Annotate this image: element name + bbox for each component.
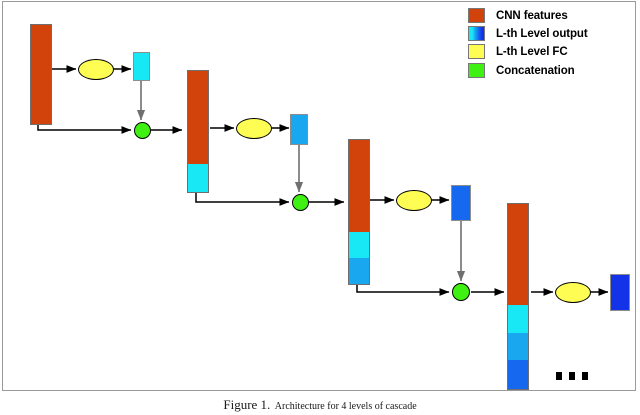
- level-fc-ellipse-2: [236, 118, 272, 139]
- legend-label-level-output: L-th Level output: [496, 27, 588, 40]
- level-output-block-2: [290, 114, 308, 145]
- legend-item-cnn-features: CNN features: [468, 7, 568, 24]
- cnn-segment: [31, 25, 51, 124]
- legend-label-cnn-features: CNN features: [496, 9, 568, 22]
- cnn-segment: [508, 204, 528, 305]
- legend-item-concatenation: Concatenation: [468, 62, 575, 79]
- level-output-block-4: [610, 274, 630, 311]
- legend-label-level-fc: L-th Level FC: [496, 45, 568, 58]
- legend-item-level-output: L-th Level output: [468, 25, 588, 42]
- concatenation-node-1: [134, 122, 151, 139]
- cnn-features-block-4: [507, 203, 529, 390]
- level-output-segment-1: [349, 231, 369, 258]
- level-1-arrows: [37, 65, 183, 134]
- level-fc-ellipse-3: [396, 190, 432, 211]
- level-3-arrows: [356, 196, 505, 296]
- level-output-block-3: [451, 185, 471, 221]
- figure-caption-text: Architecture for 4 levels of cascade: [274, 401, 417, 412]
- level-2-arrows: [195, 124, 345, 206]
- concatenation-node-2: [292, 194, 309, 211]
- cnn-features-block-2: [187, 70, 209, 193]
- cnn-features-block-1: [30, 24, 52, 125]
- ellipsis-dot: [556, 372, 562, 380]
- ellipsis-dot: [569, 372, 575, 380]
- level-fc-swatch: [468, 44, 485, 59]
- cnn-segment: [349, 140, 369, 232]
- level-output-segment-2: [508, 332, 528, 360]
- level-fc-ellipse-1: [78, 59, 114, 80]
- level-output-swatch: [468, 26, 485, 41]
- ellipsis-dot: [582, 372, 588, 380]
- cnn-features-block-3: [348, 139, 370, 285]
- level-output-segment-1: [508, 305, 528, 333]
- figure-number: Figure 1.: [223, 397, 271, 412]
- legend-item-level-fc: L-th Level FC: [468, 43, 568, 60]
- concatenation-swatch: [468, 63, 485, 78]
- legend: CNN features L-th Level output L-th Leve…: [468, 6, 638, 80]
- figure-caption: Figure 1. Architecture for 4 levels of c…: [0, 396, 640, 414]
- level-output-segment-1: [188, 164, 208, 192]
- cascade-architecture-diagram: [37, 65, 609, 296]
- level-output-segment-2: [349, 257, 369, 284]
- cnn-segment: [188, 71, 208, 165]
- ellipsis-dots: [556, 372, 588, 380]
- cnn-features-swatch: [468, 8, 485, 23]
- legend-label-concatenation: Concatenation: [496, 64, 575, 77]
- level-output-segment-3: [508, 359, 528, 389]
- concatenation-node-3: [452, 283, 470, 301]
- level-fc-ellipse-4: [555, 282, 591, 303]
- level-output-block-1: [133, 52, 150, 81]
